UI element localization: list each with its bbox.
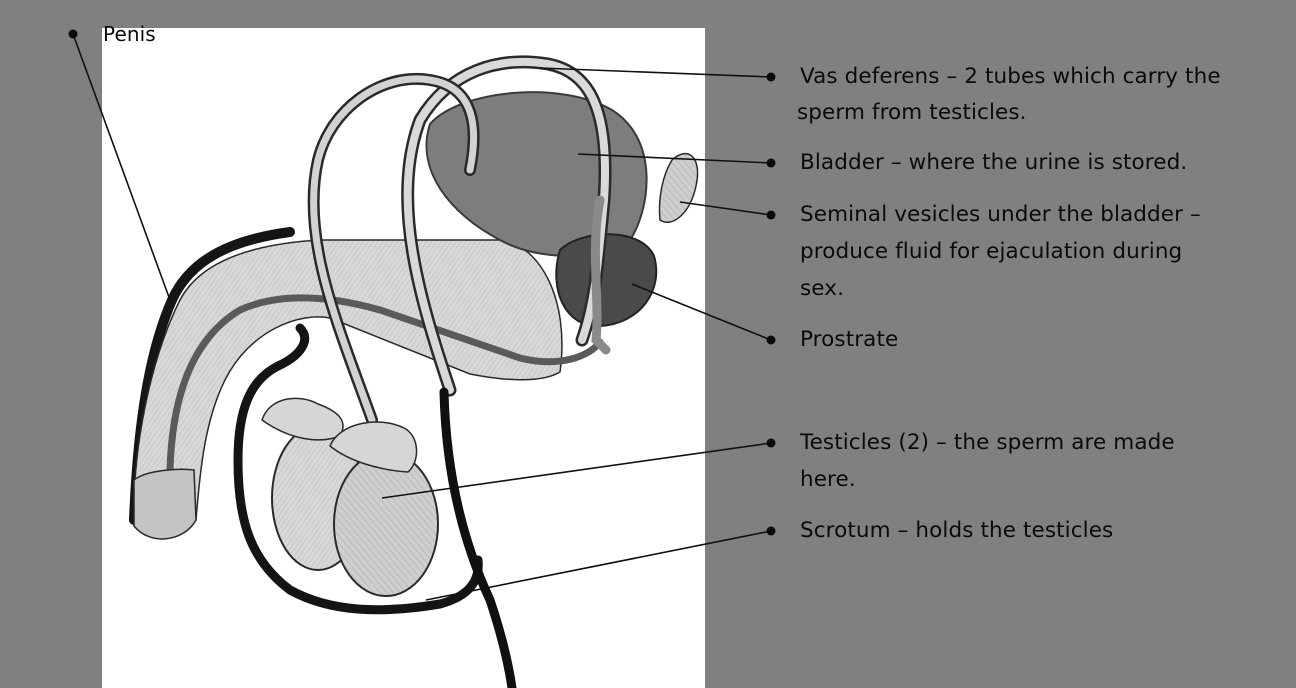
bullet-testicles: [767, 439, 776, 448]
leader-penis: [73, 34, 170, 300]
label-seminal-vesicles-line-3: sex.: [800, 272, 844, 305]
label-vas-deferens-line-2: sperm from testicles.: [797, 96, 1027, 129]
label-prostrate: Prostrate: [800, 323, 898, 356]
bullet-seminal-vesicles: [767, 211, 776, 220]
leader-prostrate: [632, 284, 771, 340]
label-testicles-line-2: here.: [800, 463, 856, 496]
label-seminal-vesicles-line-1: Seminal vesicles under the bladder –: [800, 198, 1201, 231]
testicle-front: [334, 452, 438, 596]
leader-testicles: [382, 443, 771, 498]
label-vas-deferens-line-1: Vas deferens – 2 tubes which carry the: [800, 60, 1221, 93]
bladder-shape: [426, 92, 646, 256]
label-bladder: Bladder – where the urine is stored.: [800, 146, 1187, 179]
leader-seminal-vesicles: [680, 202, 771, 215]
bullet-scrotum: [767, 527, 776, 536]
bullet-prostrate: [767, 336, 776, 345]
label-seminal-vesicles-line-2: produce fluid for ejaculation during: [800, 235, 1182, 268]
bullet-penis: [69, 30, 78, 39]
bullet-bladder: [767, 159, 776, 168]
epididymis-back: [262, 398, 343, 440]
glans: [134, 469, 196, 539]
label-testicles-line-1: Testicles (2) – the sperm are made: [800, 426, 1175, 459]
seminal-vesicle-shape: [660, 154, 698, 223]
label-scrotum: Scrotum – holds the testicles: [800, 514, 1113, 547]
bullet-vas-deferens: [767, 73, 776, 82]
prostate-shape: [556, 234, 656, 326]
label-penis: Penis: [103, 22, 156, 46]
perineum-line: [444, 392, 512, 688]
